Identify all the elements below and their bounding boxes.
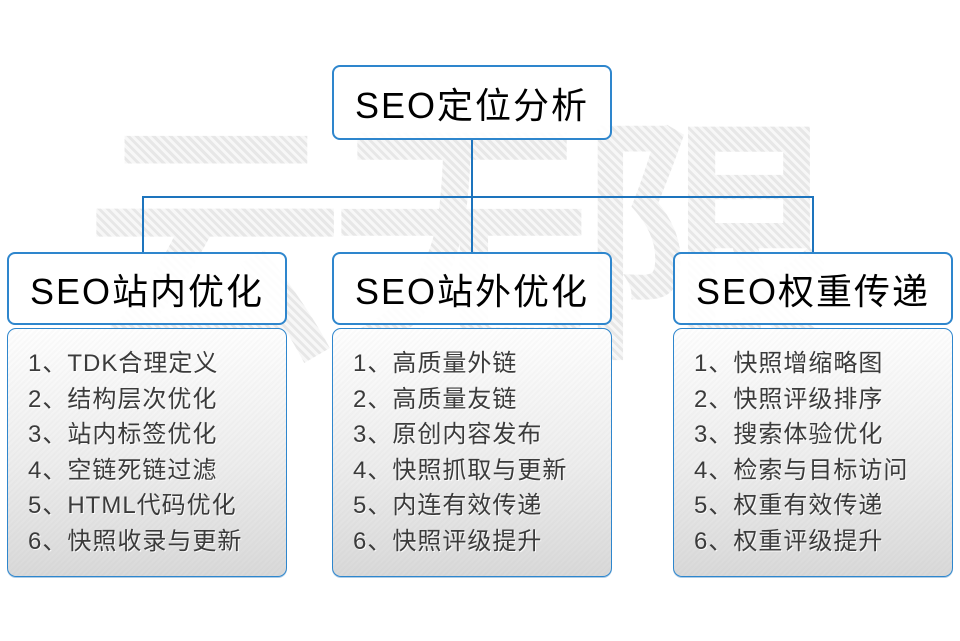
branch-list-offsite: 1、高质量外链 2、高质量友链 3、原创内容发布 4、快照抓取与更新 5、内连有…: [332, 328, 612, 577]
list-item: 2、快照评级排序: [694, 385, 884, 413]
branch-title: SEO站内优化: [29, 270, 265, 312]
list-item: 1、TDK合理定义: [28, 350, 219, 377]
branch-header-weight: SEO权重传递: [673, 252, 953, 325]
branch-column-offsite: SEO站外优化 1、高质量外链 2、高质量友链 3、原创内容发布 4、快照抓取与…: [332, 252, 612, 577]
list-item: 6、快照评级提升: [353, 527, 543, 555]
connector-drop-right: [812, 196, 814, 253]
list-item: 5、权重有效传递: [694, 492, 884, 519]
root-title: SEO定位分析: [354, 84, 590, 126]
list-item: 4、空链死链过滤: [28, 456, 218, 484]
list-item: 6、权重评级提升: [694, 527, 884, 555]
branch-title: SEO权重传递: [695, 270, 931, 312]
connector-horizontal-bar: [143, 196, 814, 198]
connector-root-stem: [471, 140, 473, 197]
list-item: 3、搜索体验优化: [694, 421, 884, 448]
branch-title: SEO站外优化: [354, 270, 590, 312]
root-node: SEO定位分析: [332, 65, 612, 140]
branch-column-onsite: SEO站内优化 1、TDK合理定义 2、结构层次优化 3、站内标签优化 4、空链…: [7, 252, 287, 577]
branch-list-onsite: 1、TDK合理定义 2、结构层次优化 3、站内标签优化 4、空链死链过滤 5、H…: [7, 328, 287, 577]
watermark-text: 云无限: [86, 102, 836, 391]
list-item: 6、快照收录与更新: [28, 527, 243, 555]
branch-column-weight: SEO权重传递 1、快照增缩略图 2、快照评级排序 3、搜索体验优化 4、检索与…: [673, 252, 953, 577]
branch-header-offsite: SEO站外优化: [332, 252, 612, 325]
list-item: 3、站内标签优化: [28, 421, 218, 448]
branch-header-onsite: SEO站内优化: [7, 252, 287, 325]
list-item: 3、原创内容发布: [353, 421, 543, 448]
list-item: 5、HTML代码优化: [28, 492, 237, 519]
list-item: 2、高质量友链: [353, 385, 518, 413]
list-item: 4、快照抓取与更新: [353, 456, 568, 484]
list-item: 1、快照增缩略图: [694, 350, 884, 377]
list-item: 5、内连有效传递: [353, 492, 543, 519]
branch-list-weight: 1、快照增缩略图 2、快照评级排序 3、搜索体验优化 4、检索与目标访问 5、权…: [673, 328, 953, 577]
list-item: 2、结构层次优化: [28, 385, 218, 413]
list-item: 4、检索与目标访问: [694, 456, 909, 484]
connector-drop-left: [142, 196, 144, 253]
connector-drop-middle: [471, 196, 473, 253]
list-item: 1、高质量外链: [353, 350, 518, 377]
